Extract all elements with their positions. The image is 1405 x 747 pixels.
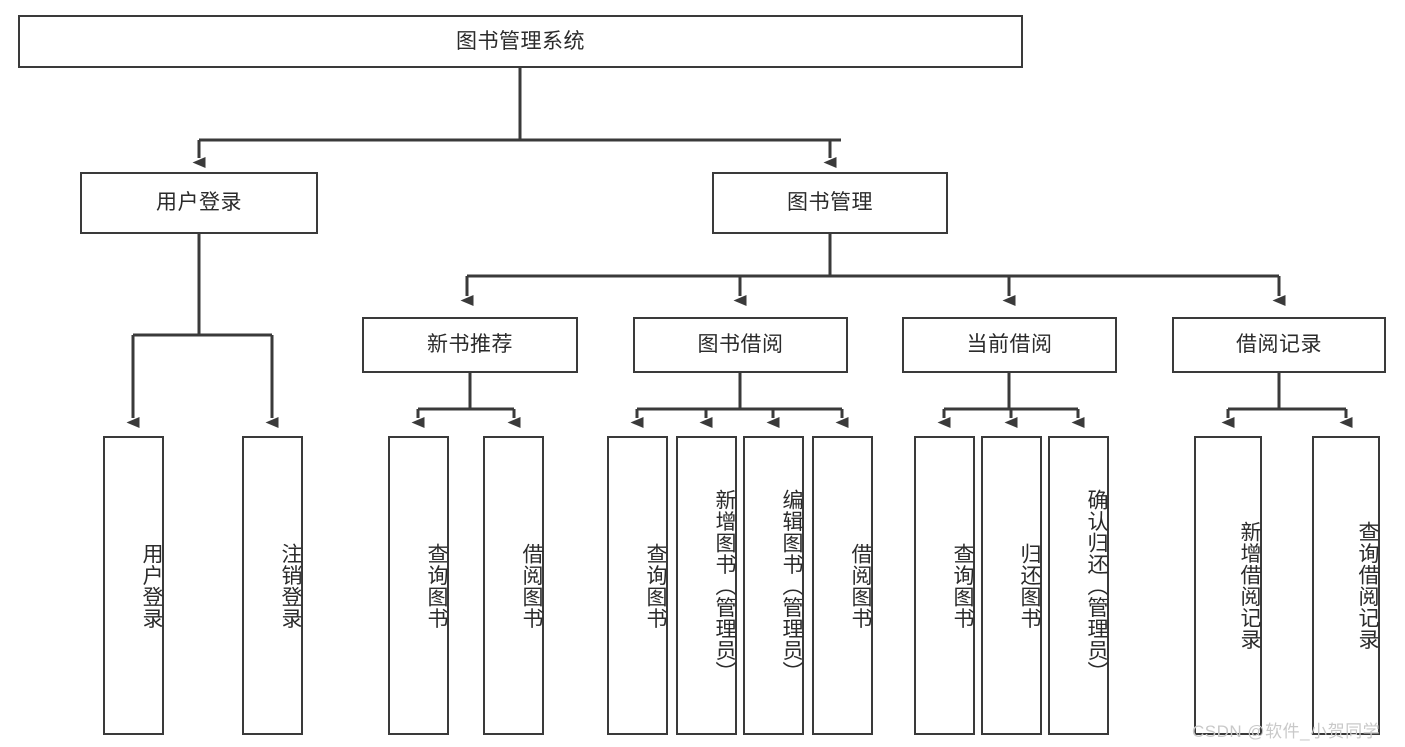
node-leaf-borrow-book-2[interactable]: 借阅图书 (812, 436, 873, 735)
node-leaf-user-login-label: 用户登录 (140, 542, 163, 629)
node-leaf-query-borrow-record[interactable]: 查询借阅记录 (1312, 436, 1380, 735)
node-leaf-return-book[interactable]: 归还图书 (981, 436, 1042, 735)
watermark: CSDN @软件_小贺同学 (1192, 722, 1381, 741)
node-leaf-query-book-3[interactable]: 查询图书 (914, 436, 975, 735)
node-leaf-confirm-return[interactable]: 确认归还（管理员） (1048, 436, 1109, 735)
node-borrow-record-label: 借阅记录 (1236, 333, 1322, 357)
node-leaf-query-book-3-label: 查询图书 (951, 542, 974, 629)
node-leaf-query-book-2-label: 查询图书 (644, 542, 667, 629)
node-leaf-add-borrow-record-label: 新增借阅记录 (1238, 521, 1261, 650)
node-root-label: 图书管理系统 (456, 29, 585, 53)
node-leaf-borrow-book-1[interactable]: 借阅图书 (483, 436, 544, 735)
node-leaf-query-book-2[interactable]: 查询图书 (607, 436, 668, 735)
node-book-borrow-label: 图书借阅 (697, 333, 784, 357)
node-book-manage[interactable]: 图书管理 (712, 172, 948, 234)
node-book-borrow[interactable]: 图书借阅 (633, 317, 848, 373)
node-leaf-user-logout[interactable]: 注销登录 (242, 436, 303, 735)
node-borrow-record[interactable]: 借阅记录 (1172, 317, 1386, 373)
node-leaf-return-book-label: 归还图书 (1018, 542, 1041, 629)
node-leaf-edit-book-label: 编辑图书（管理员） (780, 488, 803, 683)
node-leaf-add-borrow-record[interactable]: 新增借阅记录 (1194, 436, 1262, 735)
node-leaf-borrow-book-2-label: 借阅图书 (849, 542, 872, 629)
node-leaf-query-book-1[interactable]: 查询图书 (388, 436, 449, 735)
node-leaf-add-book-label: 新增图书（管理员） (713, 488, 736, 683)
node-current-borrow[interactable]: 当前借阅 (902, 317, 1117, 373)
node-user-login[interactable]: 用户登录 (80, 172, 318, 234)
node-leaf-edit-book[interactable]: 编辑图书（管理员） (743, 436, 804, 735)
node-leaf-query-borrow-record-label: 查询借阅记录 (1356, 521, 1379, 650)
node-new-book-recommend[interactable]: 新书推荐 (362, 317, 578, 373)
node-user-login-label: 用户登录 (156, 191, 242, 215)
node-leaf-query-book-1-label: 查询图书 (425, 542, 448, 629)
node-leaf-confirm-return-label: 确认归还（管理员） (1085, 488, 1108, 683)
node-book-manage-label: 图书管理 (787, 191, 873, 215)
node-leaf-add-book[interactable]: 新增图书（管理员） (676, 436, 737, 735)
node-root[interactable]: 图书管理系统 (18, 15, 1023, 68)
node-current-borrow-label: 当前借阅 (966, 333, 1053, 357)
node-new-book-recommend-label: 新书推荐 (427, 333, 513, 357)
node-leaf-user-login[interactable]: 用户登录 (103, 436, 164, 735)
node-leaf-borrow-book-1-label: 借阅图书 (520, 542, 543, 629)
node-leaf-user-logout-label: 注销登录 (279, 542, 302, 629)
